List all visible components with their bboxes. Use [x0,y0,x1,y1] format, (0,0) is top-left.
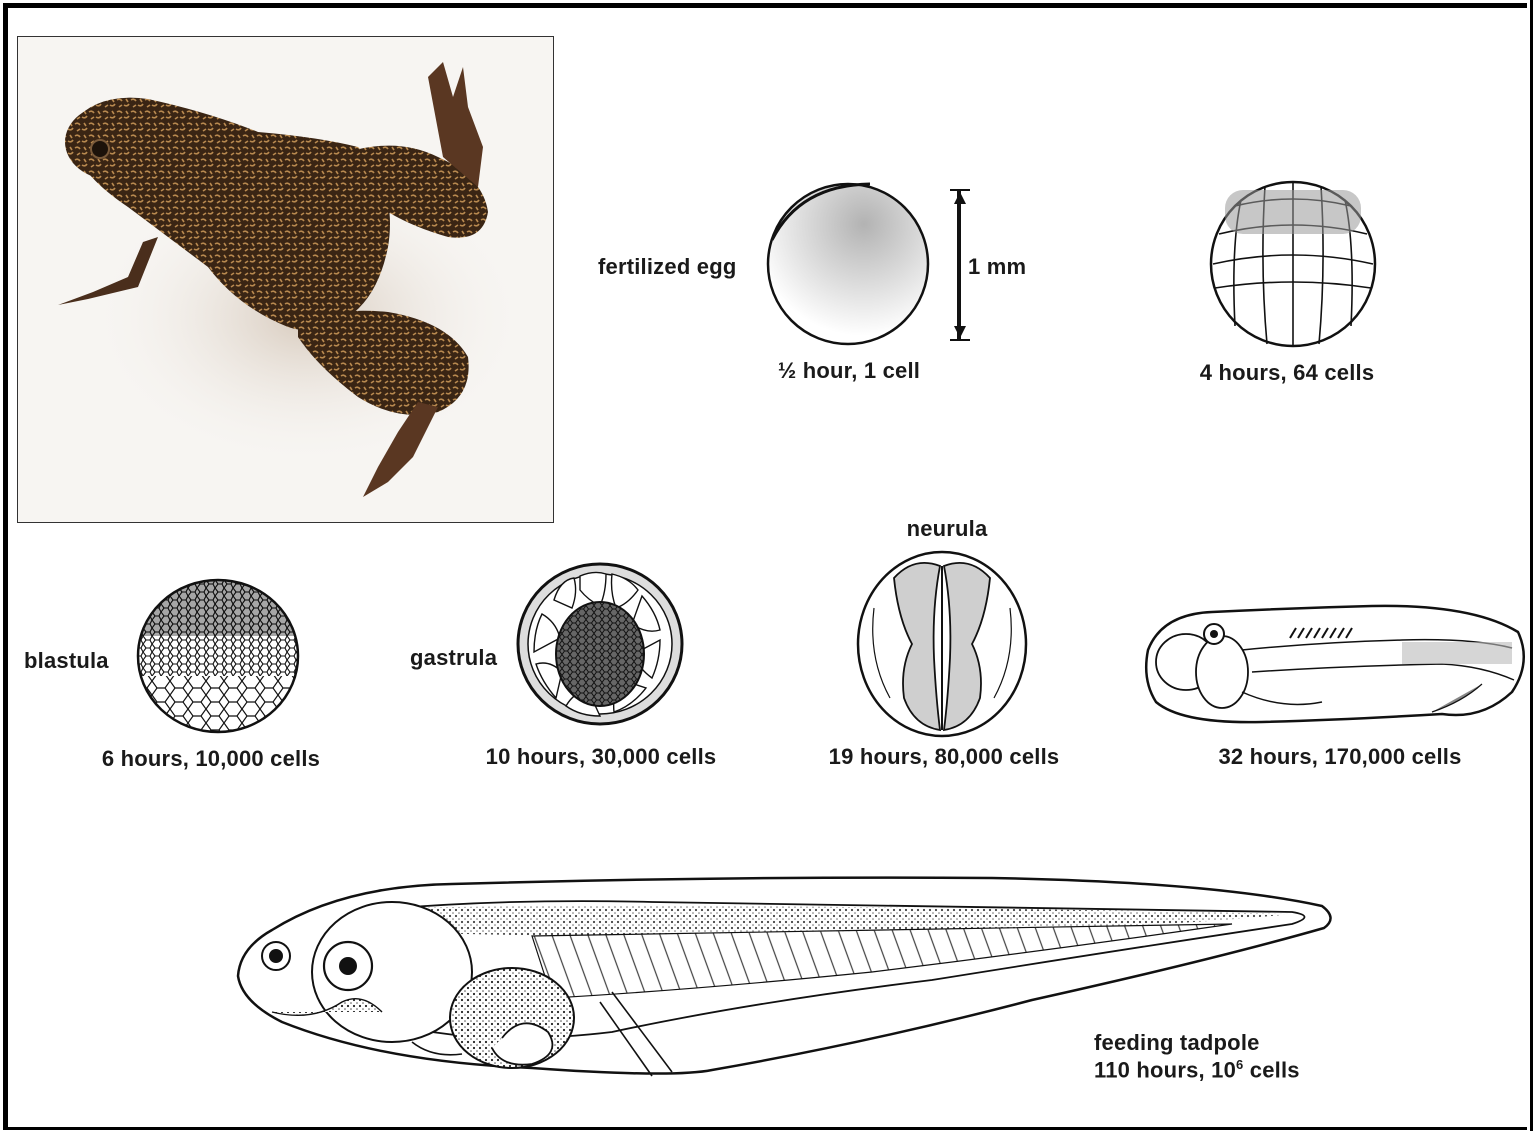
blastula-label: blastula [24,648,109,674]
frog-photo [17,36,554,523]
blastula-caption: 6 hours, 10,000 cells [102,746,320,772]
neurula-caption: 19 hours, 80,000 cells [829,744,1060,770]
64-cell-diagram [1205,176,1381,352]
neurula-diagram [854,548,1030,740]
tadpole-caption: 110 hours, 106 cells [1094,1057,1300,1083]
fertilized-egg-caption: ½ hour, 1 cell [778,358,920,384]
tadpole-caption-suffix: cells [1243,1057,1299,1082]
fertilized-egg-label: fertilized egg [598,254,737,280]
frog-image [18,37,553,522]
gastrula-caption: 10 hours, 30,000 cells [486,744,717,770]
tailbud-caption: 32 hours, 170,000 cells [1218,744,1461,770]
64-cell-caption: 4 hours, 64 cells [1200,360,1375,386]
tadpole-caption-prefix: 110 hours, 10 [1094,1057,1236,1082]
fertilized-egg-diagram [760,180,940,350]
gastrula-diagram [514,560,686,730]
tailbud-diagram [1142,602,1528,728]
neurula-label: neurula [907,516,988,542]
gastrula-label: gastrula [410,645,497,671]
scale-bar-label: 1 mm [968,254,1026,280]
tadpole-label: feeding tadpole [1094,1028,1260,1057]
blastula-diagram [134,576,302,736]
